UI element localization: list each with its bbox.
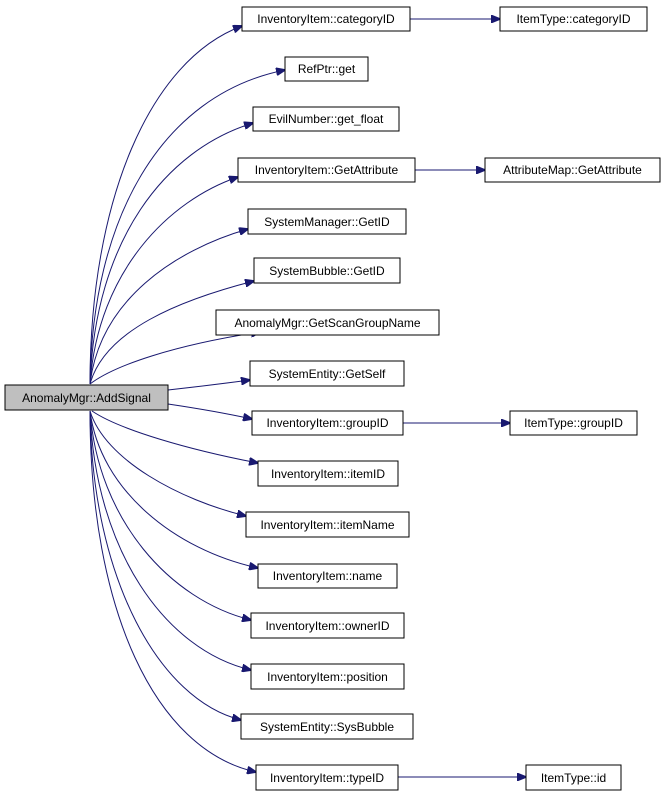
node-inventoryitem-groupid[interactable]: InventoryItem::groupID — [251, 410, 404, 436]
edge-addsignal-itemname — [89, 410, 246, 516]
edge-addsignal-position — [89, 410, 251, 670]
edge-addsignal-getattribute — [89, 177, 238, 385]
edge-addsignal-categoryid — [89, 26, 242, 385]
node-label: InventoryItem::groupID — [266, 416, 388, 430]
node-label: RefPtr::get — [298, 62, 356, 76]
node-label: InventoryItem::GetAttribute — [255, 163, 399, 177]
edges — [89, 19, 526, 777]
node-label: EvilNumber::get_float — [269, 112, 384, 126]
node-root[interactable]: AnomalyMgr::AddSignal — [4, 384, 169, 411]
node-label: InventoryItem::itemID — [271, 467, 385, 481]
edge-addsignal-systembubble-getid — [89, 281, 254, 385]
edge-addsignal-sysbubble — [89, 410, 241, 720]
node-systemmanager-getid[interactable]: SystemManager::GetID — [247, 208, 407, 235]
edge-addsignal-itemid — [91, 410, 258, 463]
edge-addsignal-getself — [167, 380, 250, 391]
node-label: InventoryItem::ownerID — [265, 619, 389, 633]
node-label: InventoryItem::categoryID — [257, 12, 395, 26]
edge-addsignal-name — [89, 410, 258, 568]
nodes: AnomalyMgr::AddSignal InventoryItem::cat… — [4, 6, 661, 791]
node-refptr-get[interactable]: RefPtr::get — [284, 56, 369, 82]
node-evilnumber-get-float[interactable]: EvilNumber::get_float — [252, 106, 400, 132]
node-inventoryitem-categoryid[interactable]: InventoryItem::categoryID — [241, 6, 411, 32]
edge-addsignal-get-float — [89, 123, 253, 385]
node-inventoryitem-typeid[interactable]: InventoryItem::typeID — [255, 764, 399, 791]
node-itemtype-id[interactable]: ItemType::id — [525, 764, 622, 791]
node-label: InventoryItem::typeID — [270, 771, 384, 785]
edge-addsignal-ownerid — [89, 410, 251, 620]
node-inventoryitem-itemname[interactable]: InventoryItem::itemName — [245, 511, 410, 538]
node-label: SystemEntity::SysBubble — [260, 720, 394, 734]
node-inventoryitem-getattribute[interactable]: InventoryItem::GetAttribute — [237, 157, 416, 183]
node-label: ItemType::id — [541, 771, 606, 785]
node-systementity-getself[interactable]: SystemEntity::GetSelf — [249, 360, 405, 387]
node-label: AttributeMap::GetAttribute — [503, 163, 642, 177]
node-inventoryitem-position[interactable]: InventoryItem::position — [250, 663, 405, 690]
node-label: InventoryItem::itemName — [260, 518, 394, 532]
node-itemtype-groupid[interactable]: ItemType::groupID — [509, 410, 638, 436]
edge-addsignal-refptr-get — [89, 70, 285, 385]
node-attributemap-getattribute[interactable]: AttributeMap::GetAttribute — [484, 157, 661, 183]
node-anomalymgr-getscangroupname[interactable]: AnomalyMgr::GetScanGroupName — [215, 309, 440, 336]
node-label: SystemEntity::GetSelf — [269, 367, 386, 381]
edge-addsignal-groupid — [167, 403, 252, 419]
node-label: ItemType::categoryID — [516, 12, 630, 26]
edge-addsignal-getscangroupname — [89, 332, 260, 385]
node-label: AnomalyMgr::GetScanGroupName — [234, 316, 420, 330]
node-inventoryitem-name[interactable]: InventoryItem::name — [257, 563, 398, 589]
edge-addsignal-systemmanager-getid — [89, 229, 248, 385]
edge-addsignal-typeid — [89, 410, 256, 772]
node-systementity-sysbubble[interactable]: SystemEntity::SysBubble — [240, 713, 414, 740]
node-label: InventoryItem::name — [273, 569, 383, 583]
node-label: SystemManager::GetID — [264, 215, 390, 229]
node-systembubble-getid[interactable]: SystemBubble::GetID — [253, 257, 401, 284]
node-label: SystemBubble::GetID — [269, 264, 385, 278]
node-inventoryitem-itemid[interactable]: InventoryItem::itemID — [257, 460, 399, 487]
node-inventoryitem-ownerid[interactable]: InventoryItem::ownerID — [250, 612, 405, 639]
node-label: ItemType::groupID — [524, 416, 623, 430]
node-label: InventoryItem::position — [267, 670, 388, 684]
node-label: AnomalyMgr::AddSignal — [22, 391, 151, 405]
node-itemtype-categoryid[interactable]: ItemType::categoryID — [499, 6, 648, 32]
